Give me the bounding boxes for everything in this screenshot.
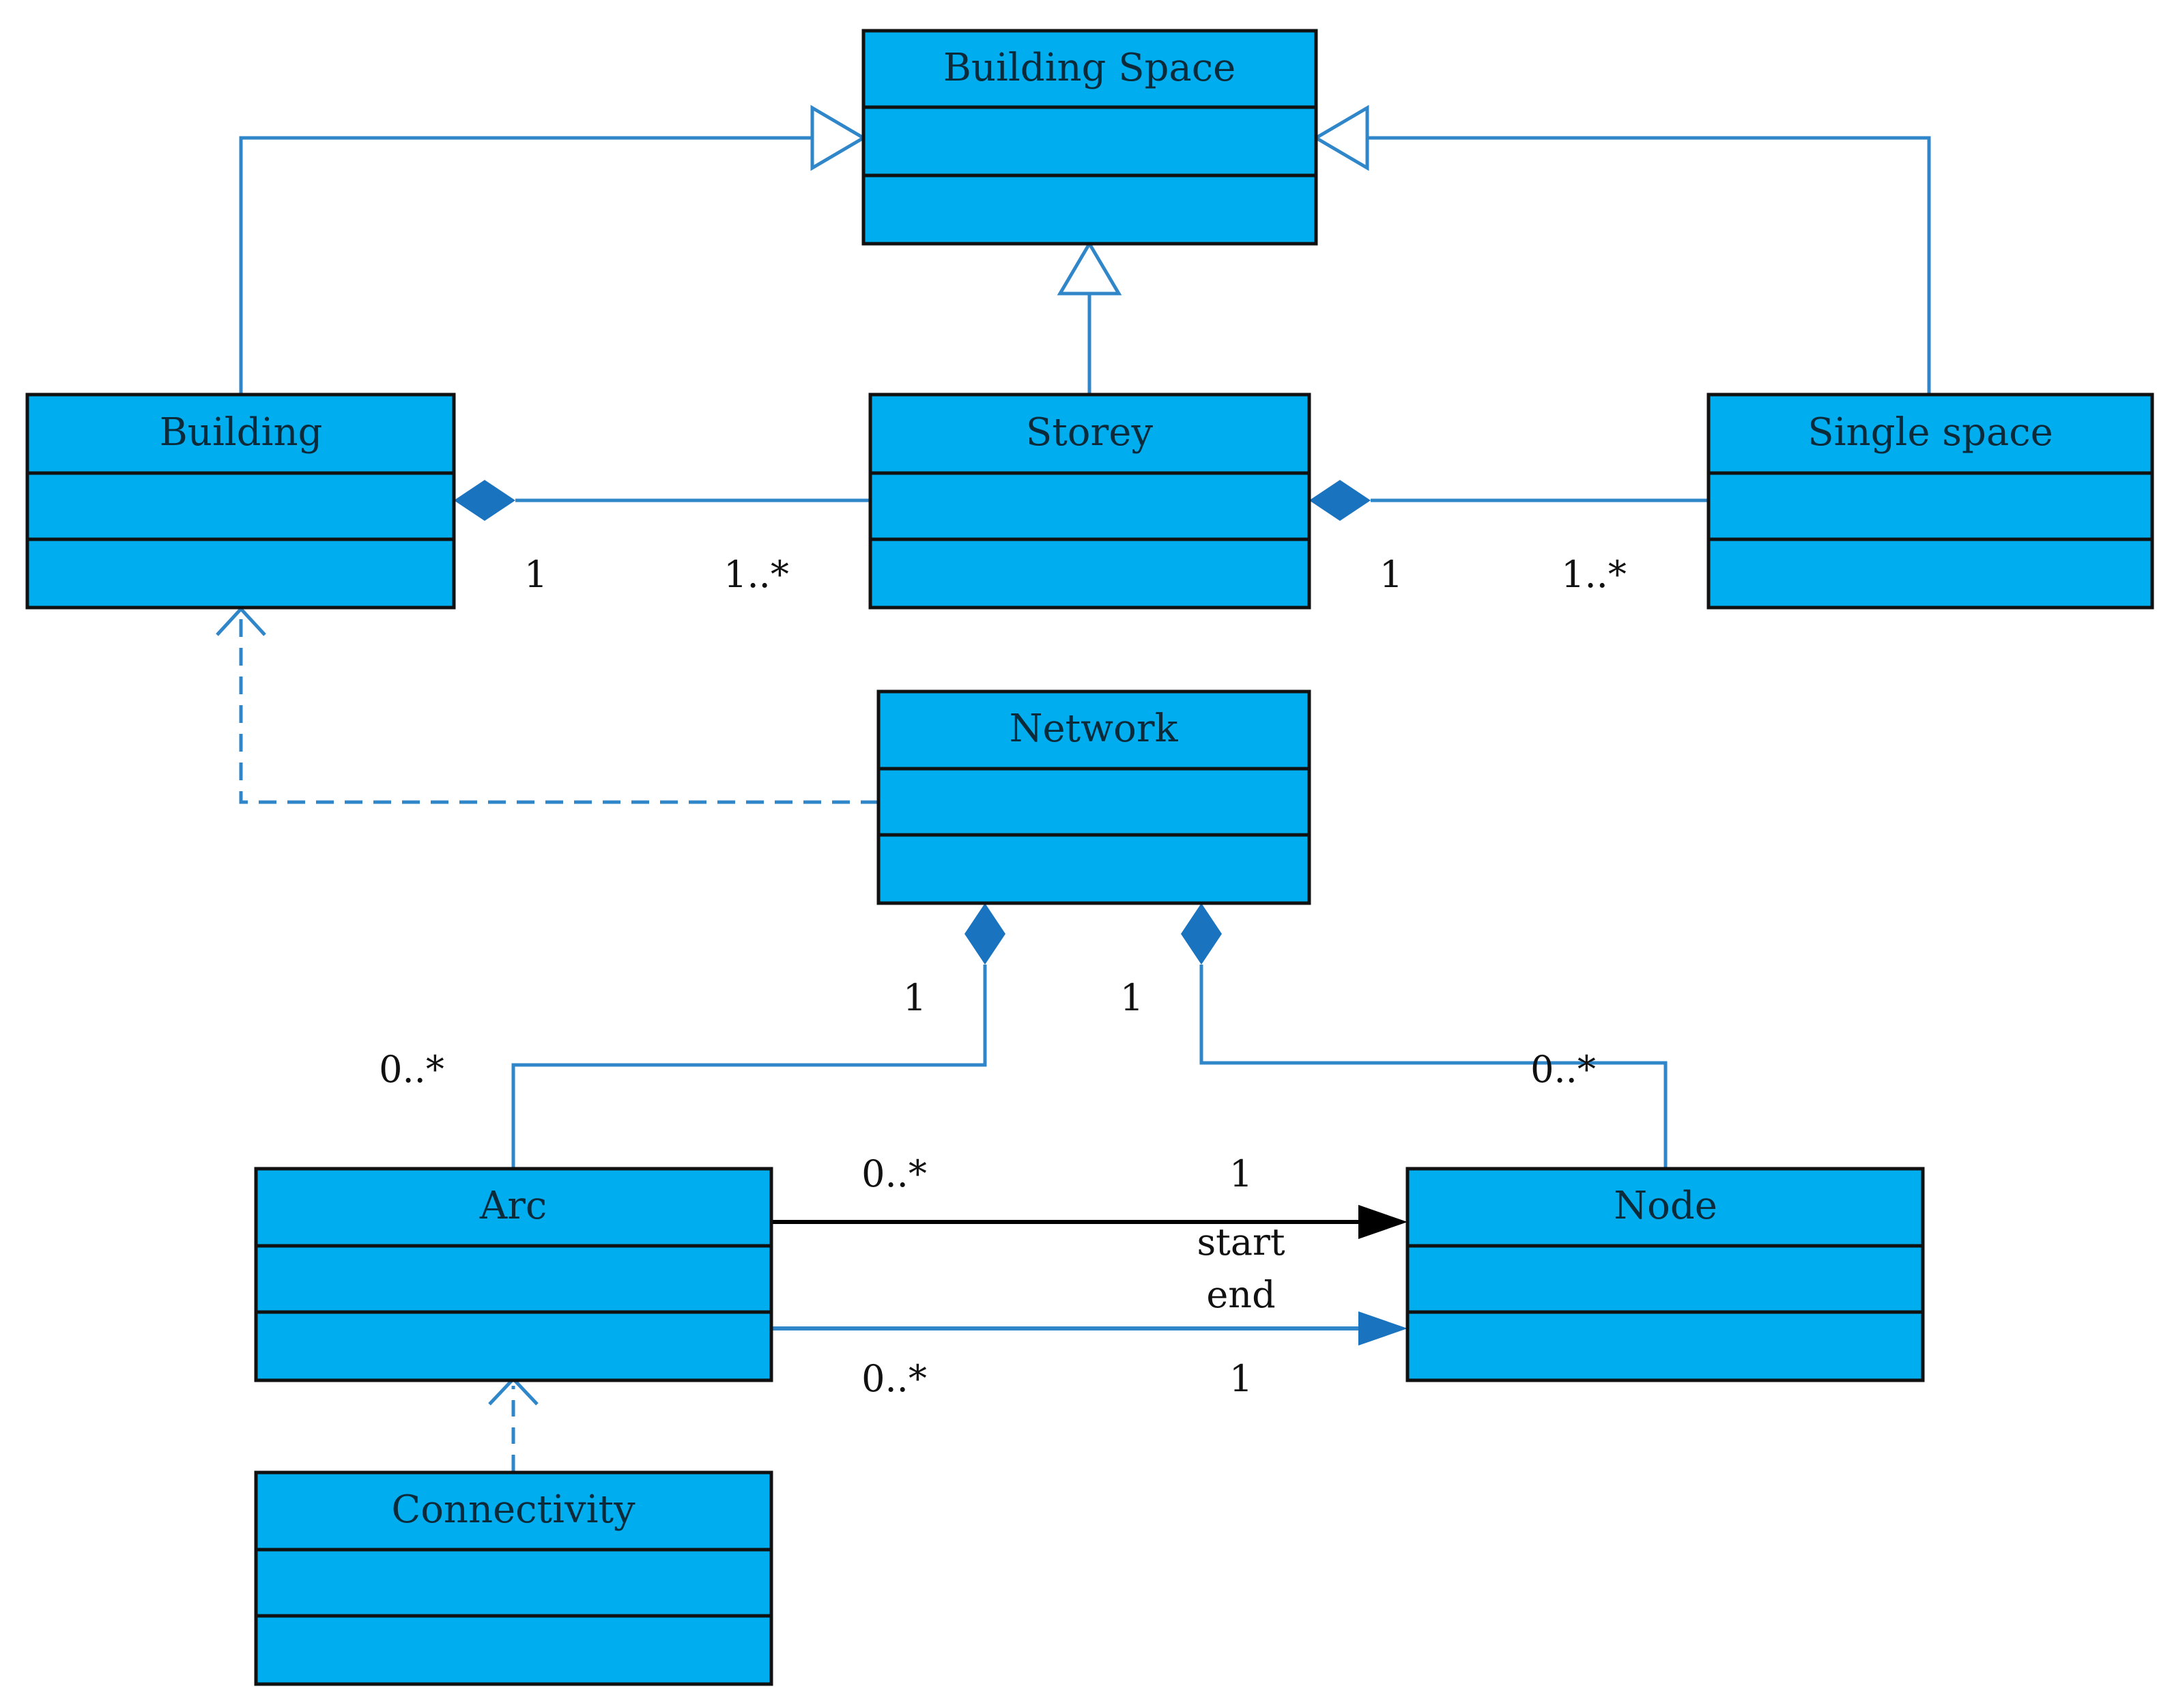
multiplicity-label: 1 xyxy=(903,976,926,1019)
multiplicity-label: 0..* xyxy=(861,1152,927,1195)
multiplicity-label: 0..* xyxy=(379,1048,444,1091)
composition-network-arc xyxy=(511,903,1005,1169)
multiplicity-label: 1 xyxy=(1120,976,1143,1019)
composition-diamond-icon xyxy=(964,903,1005,965)
navigable-arrowhead-icon xyxy=(1358,1311,1407,1346)
generalization-storey-to-building-space xyxy=(1057,240,1122,395)
generalization-arrowhead-icon xyxy=(1313,104,1369,171)
multiplicity-label: 1 xyxy=(524,553,547,596)
class-name: Arc xyxy=(479,1184,547,1228)
role-label: end xyxy=(1206,1273,1275,1316)
class-name: Building xyxy=(160,410,323,455)
class-arc[interactable]: Arc xyxy=(254,1167,773,1382)
navigable-arrowhead-icon xyxy=(1358,1205,1407,1239)
class-storey[interactable]: Storey xyxy=(868,393,1311,610)
dependency-network-to-building xyxy=(216,606,878,804)
generalization-single-space-to-building-space xyxy=(1313,104,1931,395)
composition-diamond-icon xyxy=(1181,903,1222,965)
class-node[interactable]: Node xyxy=(1405,1167,1925,1382)
class-name: Connectivity xyxy=(391,1488,635,1532)
class-building-space[interactable]: Building Space xyxy=(861,29,1318,246)
multiplicity-label: 1..* xyxy=(724,553,789,596)
multiplicity-label: 0..* xyxy=(1530,1048,1596,1091)
association-arc-node-start xyxy=(771,1205,1407,1239)
multiplicity-label: 1 xyxy=(1380,553,1403,596)
class-connectivity[interactable]: Connectivity xyxy=(254,1470,773,1686)
multiplicity-label: 1 xyxy=(1229,1357,1253,1400)
composition-building-storey xyxy=(454,480,870,521)
multiplicity-label: 0..* xyxy=(861,1357,927,1400)
dependency-connectivity-to-arc xyxy=(488,1376,539,1471)
class-name: Storey xyxy=(1026,410,1153,455)
generalization-arrowhead-icon xyxy=(1057,240,1122,296)
composition-diamond-icon xyxy=(454,480,515,521)
composition-network-node xyxy=(1181,903,1668,1169)
generalization-building-to-building-space xyxy=(239,104,867,395)
composition-diamond-icon xyxy=(1309,480,1371,521)
class-name: Node xyxy=(1614,1184,1717,1228)
multiplicity-label: 1..* xyxy=(1561,553,1627,596)
class-single-space[interactable]: Single space xyxy=(1706,393,2154,610)
generalization-arrowhead-icon xyxy=(810,104,867,171)
class-name: Single space xyxy=(1807,410,2053,455)
multiplicity-label: 1 xyxy=(1229,1152,1253,1195)
class-name: Network xyxy=(1010,707,1179,751)
class-building[interactable]: Building xyxy=(25,393,456,610)
association-arc-node-end xyxy=(771,1311,1407,1346)
class-network[interactable]: Network xyxy=(876,689,1311,905)
role-label: start xyxy=(1197,1221,1285,1264)
class-name: Building Space xyxy=(943,46,1236,90)
composition-storey-single-space xyxy=(1309,480,1709,521)
